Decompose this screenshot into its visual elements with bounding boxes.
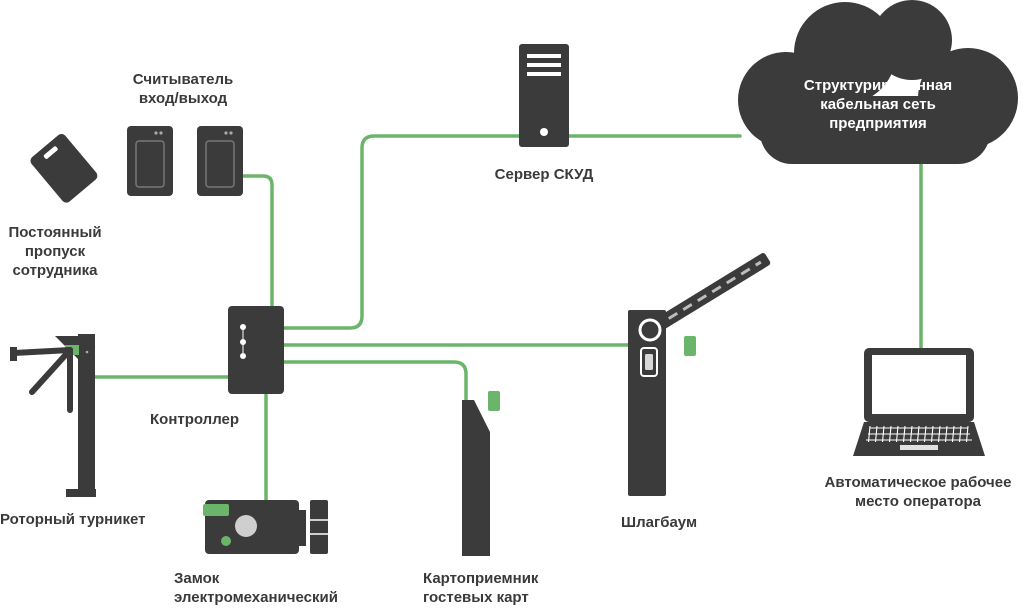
turnstile-icon: [10, 334, 96, 497]
workstation-label: Автоматическое рабочее место оператора: [825, 474, 1012, 510]
card-collector-label-line: гостевых карт: [423, 589, 529, 606]
network-label-line: предприятия: [829, 115, 927, 132]
workstation-label-line: место оператора: [855, 493, 982, 510]
server-label: Сервер СКУД: [495, 166, 594, 183]
controller-label: Контроллер: [150, 411, 239, 428]
turnstile-label-line: Роторный турникет: [0, 511, 145, 528]
reader-label: Считыватель вход/выход: [133, 71, 234, 107]
network-label: Структурированная кабельная сеть предприят…: [804, 77, 952, 132]
controller-label-line: Контроллер: [150, 411, 239, 428]
barrier-icon: [628, 253, 771, 496]
server-icon: [519, 44, 569, 147]
badge-card-icon: [30, 133, 98, 203]
card-collector-icon: [462, 391, 500, 556]
card-reader-icon: [127, 126, 243, 196]
badge-label-line: сотрудника: [12, 262, 98, 279]
cloud-icon: [738, 0, 1018, 164]
turnstile-label: Роторный турникет: [0, 511, 145, 528]
barrier-label-line: Шлагбаум: [621, 514, 697, 531]
card-collector-label-line: Картоприемник: [423, 570, 539, 587]
controller-icon: [228, 306, 284, 394]
badge-label-line: Постоянный: [8, 224, 101, 241]
lock-label-line: Замок: [174, 570, 220, 587]
network-label-line: Структурированная: [804, 77, 952, 94]
card-collector-label: Картоприемник гостевых карт: [423, 570, 539, 606]
lock-label: Замок электромеханический: [174, 570, 338, 606]
lock-icon: [203, 500, 328, 554]
link-reader-controller: [232, 174, 274, 308]
link-controller-card-collector: [282, 360, 468, 402]
lock-label-line: электромеханический: [174, 589, 338, 606]
workstation-label-line: Автоматическое рабочее: [825, 474, 1012, 491]
badge-label: Постоянный пропуск сотрудника: [8, 224, 101, 279]
server-label-line: Сервер СКУД: [495, 166, 594, 183]
connections: [78, 134, 923, 502]
network-label-line: кабельная сеть: [820, 96, 936, 113]
reader-label-line: вход/выход: [139, 90, 228, 107]
laptop-icon: [853, 348, 985, 456]
link-controller-server: [282, 134, 742, 330]
badge-label-line: пропуск: [25, 243, 86, 260]
reader-label-line: Считыватель: [133, 71, 234, 88]
barrier-label: Шлагбаум: [621, 514, 697, 531]
